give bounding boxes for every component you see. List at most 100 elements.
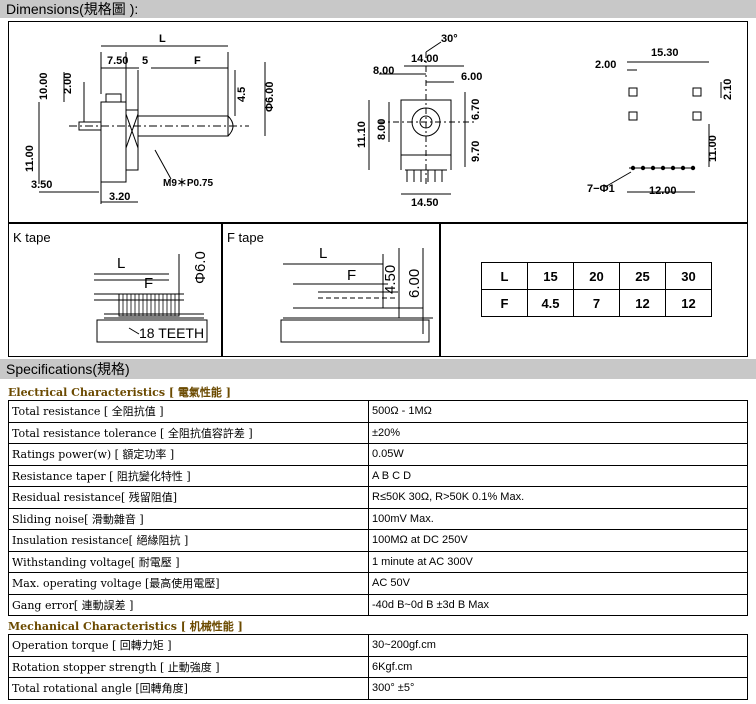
side-view-drawing (38, 45, 266, 204)
spec-name: Operation torque [ 回轉力矩 ] (8, 634, 369, 657)
front-dim-1450: 14.50 (411, 197, 439, 209)
side-dim-1100: 11.00 (24, 145, 36, 172)
spec-value: 0.05W (368, 443, 748, 466)
k-tape-box: K tape L F Φ6.0 (8, 223, 222, 357)
k-tape-dim-phi: Φ6.0 (192, 251, 209, 284)
side-dim-5: 5 (142, 55, 148, 67)
table-row: Total resistance [ 全阻抗值 ]500Ω - 1MΩ (8, 400, 748, 423)
spec-name: Withstanding voltage[ 耐電壓 ] (8, 550, 369, 573)
spec-name: Insulation resistance[ 絕緣阻抗 ] (8, 529, 369, 552)
lf-cell: F (481, 289, 528, 317)
side-dim-750: 7.50 (107, 55, 128, 67)
pcb-dim-200: 2.00 (595, 59, 616, 71)
front-dim-600: 6.00 (461, 71, 482, 83)
f-tape-box: F tape L F 4.50 6.00 (222, 223, 440, 357)
side-dim-320: 3.20 (109, 191, 130, 203)
lf-cell: 15 (527, 262, 574, 290)
spec-value: ±20% (368, 421, 748, 444)
spec-name: Total rotational angle [回轉角度] (8, 677, 369, 700)
side-dim-200: 2.00 (62, 73, 74, 94)
pcb-dim-1100: 11.00 (707, 135, 719, 162)
front-angle-label: 30° (441, 33, 458, 45)
electrical-table: Total resistance [ 全阻抗值 ]500Ω - 1MΩ Tota… (8, 400, 748, 616)
front-dim-670: 6.70 (470, 99, 482, 120)
spec-name: Resistance taper [ 阻抗變化特性 ] (8, 464, 369, 487)
lf-cell: 20 (573, 262, 620, 290)
pcb-footprint-drawing (604, 61, 722, 193)
table-row: Sliding noise[ 滑動雜音 ]100mV Max. (8, 507, 748, 530)
f-tape-label: F tape (227, 230, 264, 245)
table-row: Operation torque [ 回轉力矩 ]30~200gf.cm (8, 634, 748, 657)
pcb-dim-1200: 12.00 (649, 185, 677, 197)
side-thread-label: M9＊P0.75 (163, 177, 213, 189)
front-dim-970: 9.70 (470, 141, 482, 162)
side-dim-F: F (194, 55, 201, 67)
table-row: Residual resistance[ 残留阻值]R≤50K 30Ω, R>5… (8, 486, 748, 509)
k-tape-dim-L: L (117, 255, 125, 272)
spec-name: Total resistance tolerance [ 全阻抗值容許差 ] (8, 421, 369, 444)
spec-name: Residual resistance[ 残留阻值] (8, 486, 369, 509)
spec-name: Max. operating voltage [最高使用電壓] (8, 572, 369, 595)
spec-name: Sliding noise[ 滑動雜音 ] (8, 507, 369, 530)
lf-cell: 12 (619, 289, 666, 317)
spec-value: 300° ±5° (368, 677, 748, 700)
lf-cell: 30 (665, 262, 712, 290)
spec-value: -40d B~0d B ±3d B Max (368, 593, 748, 616)
k-tape-label: K tape (13, 230, 51, 245)
spec-value: A B C D (368, 464, 748, 487)
table-row: Rotation stopper strength [ 止動強度 ]6Kgf.c… (8, 655, 748, 678)
lf-cell: 25 (619, 262, 666, 290)
pcb-dim-210: 2.10 (722, 79, 734, 100)
f-tape-drawing: L F 4.50 6.00 (280, 245, 433, 343)
f-tape-dim-600: 6.00 (406, 269, 423, 298)
spec-value: 100mV Max. (368, 507, 748, 530)
lf-cell: 7 (573, 289, 620, 317)
lf-cell: L (481, 262, 528, 290)
table-row: Withstanding voltage[ 耐電壓 ]1 minute at A… (8, 550, 748, 573)
f-tape-dim-450: 4.50 (382, 265, 399, 294)
spec-name: Gang error[ 連動誤差 ] (8, 593, 369, 616)
spec-value: 6Kgf.cm (368, 655, 748, 678)
side-dim-phi600: Φ6.00 (264, 82, 276, 112)
mechanical-section-title: Mechanical Characteristics [ 机械性能 ] (8, 620, 243, 633)
spec-name: Total resistance [ 全阻抗值 ] (8, 400, 369, 423)
spec-value: 100MΩ at DC 250V (368, 529, 748, 552)
table-row: Total resistance tolerance [ 全阻抗值容許差 ]±2… (8, 421, 748, 444)
table-row: Gang error[ 連動誤差 ]-40d B~0d B ±3d B Max (8, 593, 748, 616)
table-row: Ratings power(w) [ 額定功率 ]0.05W (8, 443, 748, 466)
pcb-holes-label: 7−Φ1 (587, 183, 615, 195)
lf-table: L 15 20 25 30 F 4.5 7 12 12 (481, 262, 712, 317)
electrical-section-title: Electrical Characteristics [ 電氣性能 ] (8, 386, 231, 399)
f-tape-dim-F: F (347, 267, 356, 284)
spec-value: 30~200gf.cm (368, 634, 748, 657)
k-tape-teeth-label: 18 TEETH (139, 325, 204, 341)
spec-value: 500Ω - 1MΩ (368, 400, 748, 423)
side-dim-350: 3.50 (31, 179, 52, 191)
lf-cell: 12 (665, 289, 712, 317)
f-tape-dim-L: L (319, 245, 327, 262)
front-dim-800b: 8.00 (376, 119, 388, 140)
table-row: Max. operating voltage [最高使用電壓]AC 50V (8, 572, 748, 595)
dimension-drawings-box: L 7.50 5 F 10.00 2.00 4.5 Φ6.00 11.00 M9… (8, 21, 748, 223)
front-dim-1110: 11.10 (356, 121, 368, 148)
front-dim-1400: 14.00 (411, 53, 439, 65)
spec-name: Rotation stopper strength [ 止動強度 ] (8, 655, 369, 678)
side-dim-1000: 10.00 (38, 72, 50, 100)
table-row: Resistance taper [ 阻抗變化特性 ]A B C D (8, 464, 748, 487)
specifications-header: Specifications(規格) (0, 359, 756, 379)
table-row: L 15 20 25 30 (481, 262, 712, 290)
lf-cell: 4.5 (527, 289, 574, 317)
pcb-dim-1530: 15.30 (651, 47, 679, 59)
spec-value: R≤50K 30Ω, R>50K 0.1% Max. (368, 486, 748, 509)
k-tape-dim-F: F (144, 275, 153, 292)
dimension-drawings: L 7.50 5 F 10.00 2.00 4.5 Φ6.00 11.00 M9… (24, 33, 734, 209)
table-row: Insulation resistance[ 絕緣阻抗 ]100MΩ at DC… (8, 529, 748, 552)
spec-name: Ratings power(w) [ 額定功率 ] (8, 443, 369, 466)
dimensions-header: Dimensions(規格圖 ): (0, 0, 756, 18)
spec-value: 1 minute at AC 300V (368, 550, 748, 573)
spec-value: AC 50V (368, 572, 748, 595)
table-row: F 4.5 7 12 12 (481, 289, 712, 317)
side-dim-45: 4.5 (236, 87, 248, 102)
side-dim-L: L (159, 33, 166, 45)
mechanical-table: Operation torque [ 回轉力矩 ]30~200gf.cm Rot… (8, 634, 748, 700)
